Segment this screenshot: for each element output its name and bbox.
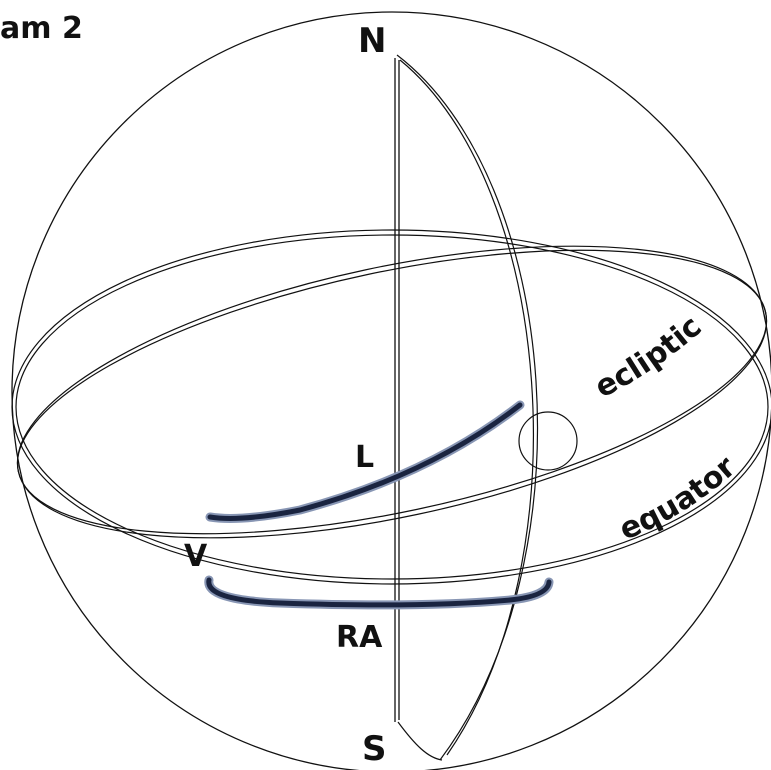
vernal-point-label: V [184,539,208,574]
equator-ring [11,229,771,585]
title-label: am 2 [0,11,83,46]
north-label: N [358,21,386,61]
right-ascension-arc [204,575,554,610]
sphere-outline [11,11,771,770]
meridian-arc [396,54,539,761]
south-label: S [362,729,387,769]
right-ascension-label: RA [336,620,383,655]
star-marker [518,411,578,471]
polar-axis [394,58,400,722]
equator-label: equator [615,450,743,548]
longitude-arc [205,400,525,523]
ecliptic-ring [16,245,768,539]
ecliptic-label: ecliptic [590,309,709,405]
longitude-label: L [355,440,374,475]
